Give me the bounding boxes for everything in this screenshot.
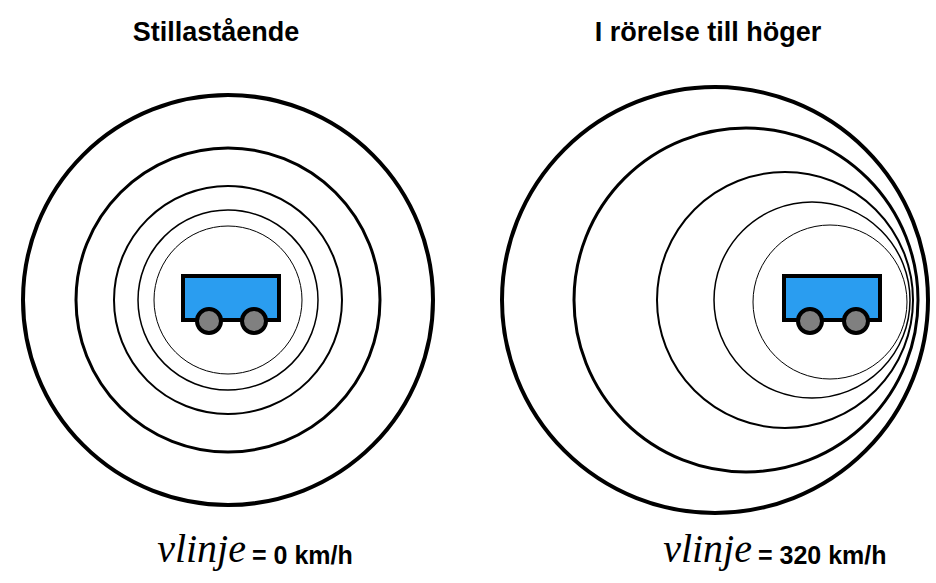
- moving-wavefronts: [502, 87, 928, 513]
- cart-wheel: [242, 309, 266, 333]
- wavefront: [23, 95, 433, 505]
- wavefront: [714, 202, 910, 398]
- wavefront: [138, 210, 318, 390]
- cart-wheel: [197, 309, 221, 333]
- velocity-value: = 320 km/h: [758, 541, 887, 570]
- velocity-symbol: vlinje: [157, 526, 246, 572]
- panel-heading: I rörelse till höger: [595, 17, 822, 48]
- wavefront: [114, 186, 342, 414]
- wavefront: [657, 172, 913, 428]
- velocity-symbol: vlinje: [663, 526, 752, 572]
- panel-heading: Stillastående: [133, 17, 300, 48]
- wavefront: [502, 87, 928, 513]
- cart-moving: [784, 276, 880, 333]
- cart-stationary: [183, 276, 279, 333]
- wavefront: [76, 148, 380, 452]
- cart-wheel: [798, 309, 822, 333]
- stationary-wavefronts: [23, 95, 433, 505]
- wavefront: [753, 225, 907, 379]
- wavefront: [574, 128, 918, 472]
- cart-wheel: [844, 309, 868, 333]
- wavefront: [154, 226, 302, 374]
- velocity-value: = 0 km/h: [252, 541, 353, 570]
